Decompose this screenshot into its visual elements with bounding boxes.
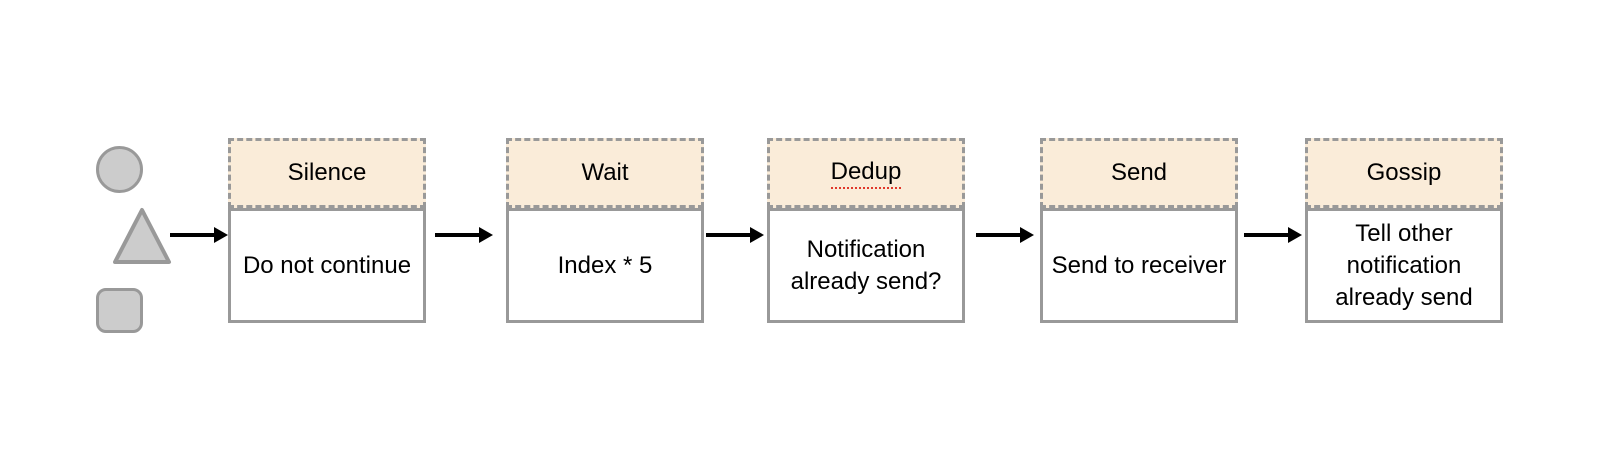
circle-icon bbox=[96, 146, 143, 193]
stage-body: Notification already send? bbox=[767, 208, 965, 323]
stage-description: Notification already send? bbox=[790, 235, 942, 295]
stage-send: Send Send to receiver bbox=[1040, 138, 1238, 323]
stage-description: Index * 5 bbox=[557, 251, 653, 279]
stage-silence: Silence Do not continue bbox=[228, 138, 426, 323]
stage-name: Send bbox=[1110, 159, 1168, 186]
flow-arrow bbox=[170, 227, 228, 243]
flow-arrow bbox=[706, 227, 764, 243]
stage-header: Wait bbox=[506, 138, 704, 208]
stage-header: Gossip bbox=[1305, 138, 1503, 208]
stage-body: Index * 5 bbox=[506, 208, 704, 323]
stage-body: Send to receiver bbox=[1040, 208, 1238, 323]
stage-description: Tell other notification already send bbox=[1335, 219, 1473, 311]
stage-header: Silence bbox=[228, 138, 426, 208]
triangle-icon bbox=[113, 208, 171, 264]
stage-body: Tell other notification already send bbox=[1305, 208, 1503, 323]
stage-description: Send to receiver bbox=[1051, 251, 1227, 279]
rounded-square-icon bbox=[96, 288, 143, 333]
stage-gossip: Gossip Tell other notification already s… bbox=[1305, 138, 1503, 323]
stage-body: Do not continue bbox=[228, 208, 426, 323]
flow-arrow bbox=[976, 227, 1034, 243]
stage-name: Dedup bbox=[830, 158, 902, 189]
stage-name: Wait bbox=[581, 159, 629, 186]
flow-arrow bbox=[1244, 227, 1302, 243]
stage-description: Do not continue bbox=[242, 251, 412, 279]
flow-arrow bbox=[435, 227, 493, 243]
stage-header: Send bbox=[1040, 138, 1238, 208]
stage-dedup: Dedup Notification already send? bbox=[767, 138, 965, 323]
stage-name: Gossip bbox=[1366, 159, 1442, 186]
stage-header: Dedup bbox=[767, 138, 965, 208]
stage-name: Silence bbox=[287, 159, 367, 186]
stage-wait: Wait Index * 5 bbox=[506, 138, 704, 323]
